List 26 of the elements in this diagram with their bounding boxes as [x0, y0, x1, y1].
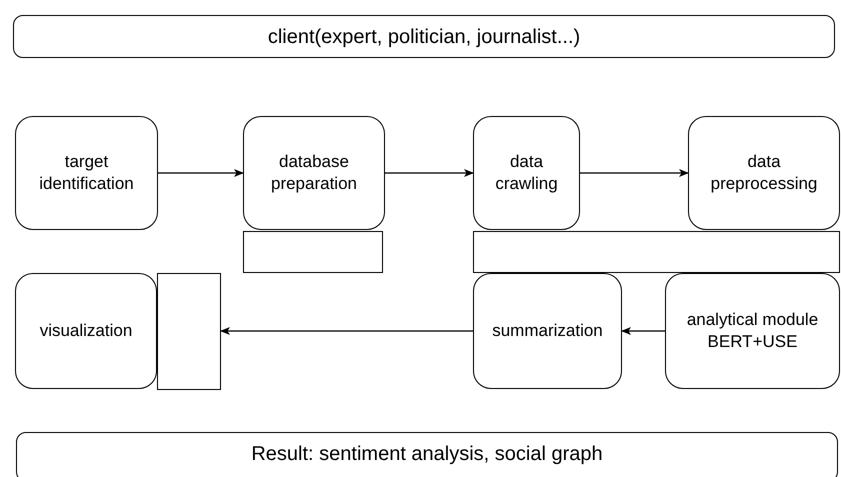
arrow: [220, 327, 473, 335]
process-box: [665, 273, 840, 389]
banner-box: [16, 432, 838, 477]
node-label: visualization: [40, 320, 132, 342]
arrow: [621, 327, 665, 335]
node-label: database preparation: [270, 150, 358, 195]
node-label: summarization: [492, 320, 603, 342]
empty-box: [243, 231, 383, 273]
arrow: [580, 169, 689, 177]
process-box: [473, 116, 580, 230]
node-label: Result: sentiment analysis, social graph: [251, 442, 603, 467]
process-box: [15, 273, 157, 389]
node-label: target identification: [38, 150, 135, 195]
node-label: data preprocessing: [710, 150, 818, 195]
process-box: [473, 273, 622, 389]
empty-box: [473, 231, 840, 273]
node-label: data crawling: [494, 150, 559, 195]
arrow: [385, 169, 474, 177]
arrow: [158, 169, 244, 177]
process-box: [243, 116, 385, 230]
banner-box: [13, 15, 835, 58]
node-label: analytical module BERT+USE: [686, 308, 820, 353]
process-box: [688, 116, 840, 230]
empty-box: [157, 273, 221, 390]
node-label: client(expert, politician, journalist...): [268, 24, 580, 50]
process-box: [15, 116, 158, 230]
